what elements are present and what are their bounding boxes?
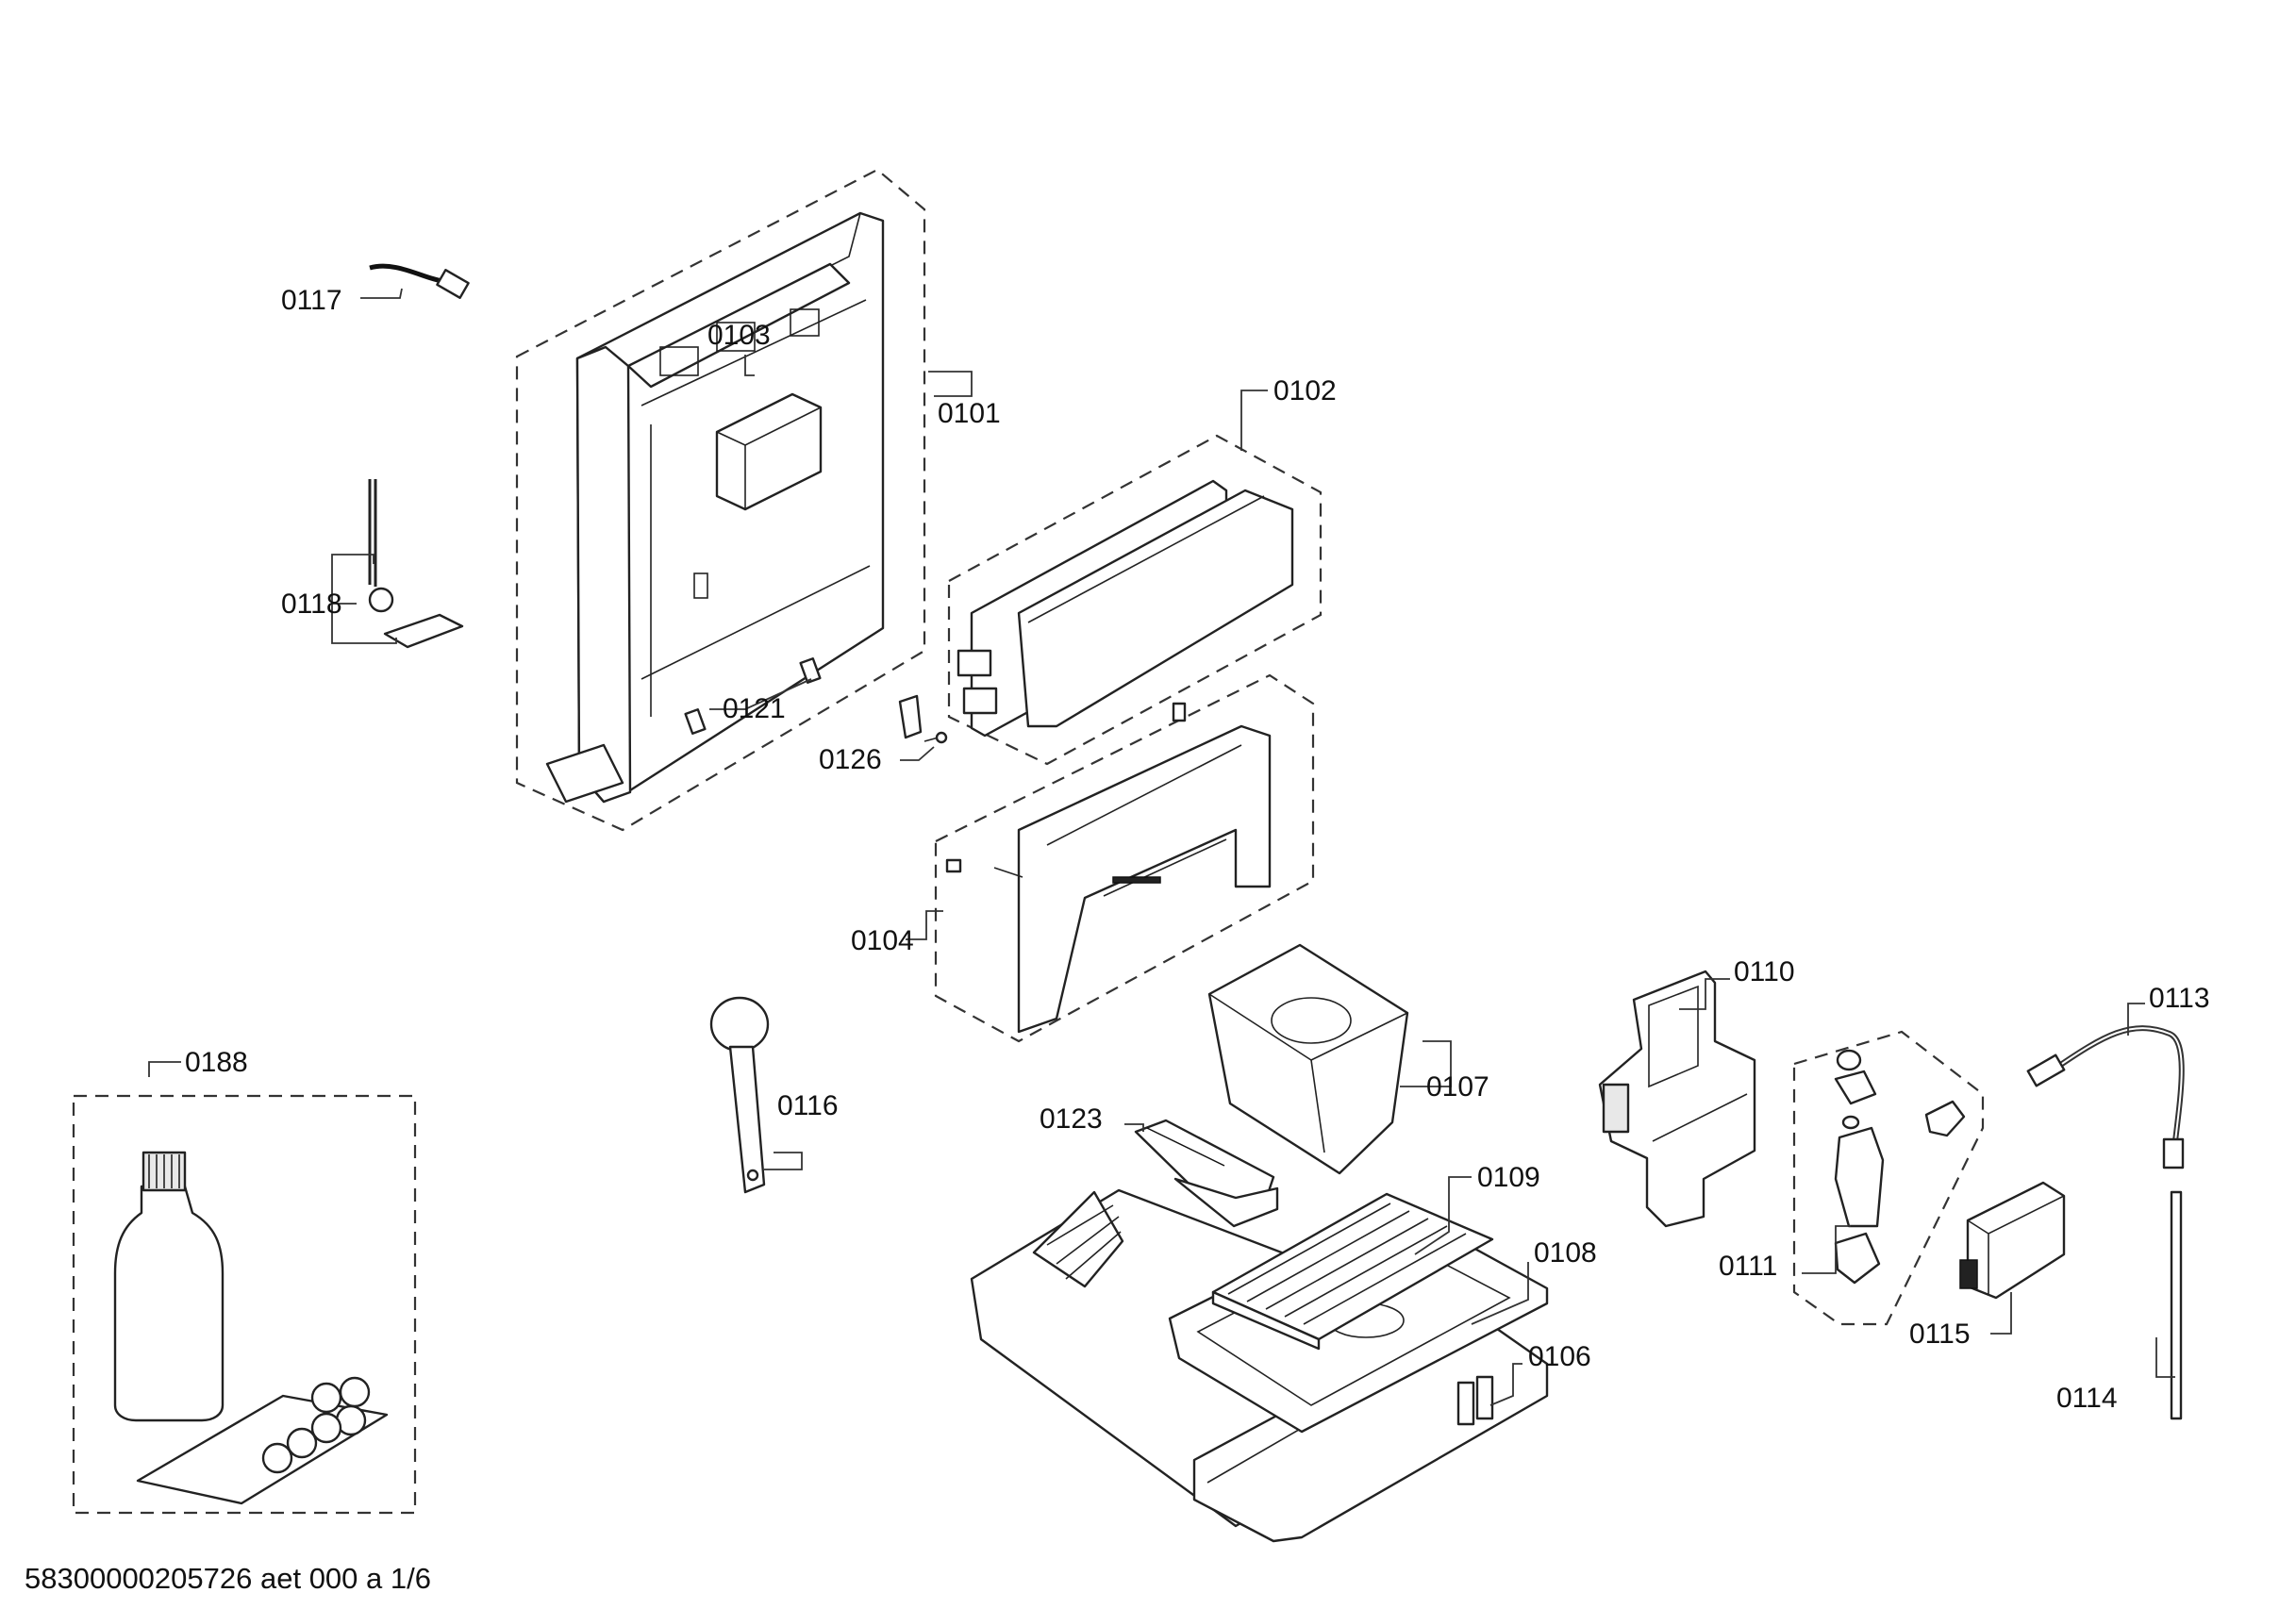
callout-0102: 0102	[1273, 375, 1337, 406]
callout-0108: 0108	[1534, 1237, 1597, 1269]
outlet-housing-0110	[1598, 970, 1756, 1228]
callout-0126: 0126	[819, 744, 882, 775]
callout-0188: 0188	[185, 1047, 248, 1078]
callout-0101: 0101	[938, 398, 1001, 429]
grid-cover-0109	[1211, 1192, 1494, 1351]
callout-0103: 0103	[707, 320, 771, 351]
sensor-0118	[368, 479, 464, 649]
callout-0116: 0116	[777, 1090, 839, 1121]
callout-0104: 0104	[851, 925, 914, 956]
channel-0104	[934, 673, 1315, 1043]
callout-0106: 0106	[1528, 1341, 1591, 1372]
hose-0113	[2026, 1025, 2185, 1169]
document-id-footer: 58300000205726 aet 000 a 1/6	[25, 1562, 431, 1595]
tube-0114	[2170, 1190, 2183, 1420]
module-0115	[1959, 1181, 2066, 1300]
callout-0110: 0110	[1734, 956, 1795, 987]
callout-0111: 0111	[1719, 1251, 1777, 1282]
callout-0117: 0117	[281, 285, 342, 316]
valve-assembly-0111	[1792, 1030, 1985, 1326]
lever-0123	[1134, 1119, 1279, 1228]
spoon-0116	[709, 996, 770, 1194]
care-kit-0188	[72, 1094, 417, 1515]
housing-frame-assembly	[515, 168, 926, 832]
container-0107	[1207, 943, 1409, 1175]
callout-0107: 0107	[1426, 1071, 1489, 1103]
side-cover-0102	[947, 434, 1323, 766]
callout-0118: 0118	[281, 589, 342, 620]
leader-lines	[148, 288, 2175, 1406]
callout-0121: 0121	[723, 693, 786, 724]
callout-0115: 0115	[1909, 1319, 1971, 1350]
callout-0114: 0114	[2056, 1383, 2118, 1414]
callout-0109: 0109	[1477, 1162, 1540, 1193]
callout-0123: 0123	[1040, 1103, 1103, 1135]
pins-0121	[684, 657, 1187, 873]
clip-0126	[898, 694, 948, 744]
callout-0113: 0113	[2149, 983, 2210, 1014]
cable-0117	[369, 263, 470, 299]
callout-labels: 0117 0118 0103 0101 0102 0121 0126 0104 …	[185, 285, 2210, 1414]
